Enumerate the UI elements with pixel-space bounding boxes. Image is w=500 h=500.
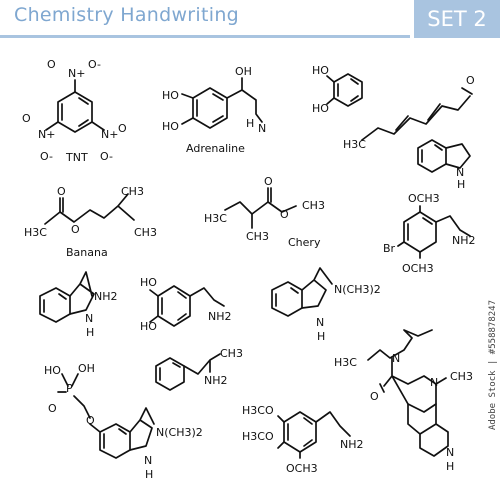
- atom-label: O-: [40, 150, 53, 163]
- atom-label: O: [280, 208, 289, 221]
- atom-label: N: [430, 376, 438, 389]
- molecule-amphetamine: CH3 NH2: [155, 347, 243, 391]
- atom-label: N: [392, 352, 400, 365]
- atom-label: H3C: [24, 226, 47, 239]
- atom-label: HO: [162, 89, 179, 102]
- atom-label: O: [57, 185, 66, 198]
- atom-label: H3CO: [242, 404, 274, 417]
- atom-label: O: [264, 175, 273, 188]
- atom-label: H: [317, 330, 325, 343]
- molecule-name: TNT: [65, 151, 88, 164]
- atom-label: P: [66, 382, 73, 395]
- atom-label: H3CO: [242, 430, 274, 443]
- atom-label: N+: [101, 128, 118, 141]
- atom-label: NH2: [204, 374, 228, 387]
- atom-label: NH2: [340, 438, 364, 451]
- atom-label: H: [446, 460, 454, 473]
- atom-label: N(CH3)2: [334, 283, 381, 296]
- molecule-mescaline: H3CO H3CO OCH3 NH2: [242, 404, 364, 475]
- molecule-tryptamine: NH2 N H: [39, 271, 118, 339]
- atom-label: O: [466, 74, 475, 87]
- atom-label: O: [118, 122, 127, 135]
- atom-label: HO: [312, 64, 329, 77]
- atom-label: OCH3: [402, 262, 434, 275]
- molecule-tnt: O N+ O- O N+ O- N+ O O- TNT: [22, 58, 127, 164]
- atom-label: Br: [383, 242, 396, 255]
- atom-label: CH3: [450, 370, 473, 383]
- atom-label: OH: [235, 65, 252, 78]
- molecule-indole: N H: [417, 139, 471, 191]
- atom-label: CH3: [246, 230, 269, 243]
- header-divider: [0, 35, 410, 38]
- molecule-name: Adrenaline: [186, 142, 245, 155]
- atom-label: CH3: [121, 185, 144, 198]
- atom-label: H: [86, 326, 94, 339]
- set-badge: SET 2: [414, 0, 500, 38]
- atom-label: N: [258, 122, 266, 135]
- atom-label: NH2: [208, 310, 232, 323]
- atom-label: HO: [140, 320, 157, 333]
- atom-label: OH: [78, 362, 95, 375]
- atom-label: N: [316, 316, 324, 329]
- atom-label: CH3: [134, 226, 157, 239]
- atom-label: O: [370, 390, 379, 403]
- atom-label: HO: [140, 276, 157, 289]
- atom-label: N: [144, 454, 152, 467]
- molecule-lsd: H3C N O N CH3 N H: [334, 329, 473, 473]
- atom-label: N: [446, 446, 454, 459]
- molecule-banana: H3C O O CH3 CH3 Banana: [24, 185, 157, 259]
- molecule-catechol: HO HO: [312, 64, 363, 115]
- atom-label: HO: [44, 364, 61, 377]
- molecule-adrenaline: HO HO OH H N Adrenaline: [162, 65, 266, 155]
- molecule-dmt: N(CH3)2 N H: [271, 267, 381, 343]
- atom-label: H3C: [334, 356, 357, 369]
- atom-label: N(CH3)2: [156, 426, 203, 439]
- atom-label: CH3: [302, 199, 325, 212]
- atom-label: O-: [100, 150, 113, 163]
- atom-label: O: [86, 414, 95, 427]
- atom-label: O-: [88, 58, 101, 71]
- molecule-methoxy-amphetamine: OCH3 Br OCH3 NH2: [383, 192, 476, 275]
- atom-label: H: [457, 178, 465, 191]
- molecule-chery: O H3C CH3 O CH3 Chery: [204, 175, 325, 249]
- atom-label: O: [22, 112, 31, 125]
- atom-label: N+: [38, 128, 55, 141]
- atom-label: H3C: [343, 138, 366, 151]
- atom-label: O: [48, 402, 57, 415]
- atom-label: NH2: [94, 290, 118, 303]
- molecule-name: Chery: [288, 236, 321, 249]
- atom-label: O: [47, 58, 56, 71]
- atom-label: NH2: [452, 234, 476, 247]
- page-title: Chemistry Handwriting: [14, 4, 240, 26]
- atom-label: HO: [312, 102, 329, 115]
- atom-label: N+: [68, 67, 85, 80]
- atom-label: CH3: [220, 347, 243, 360]
- molecule-aldehyde: O H3C: [343, 74, 475, 151]
- atom-label: N: [85, 312, 93, 325]
- atom-label: OCH3: [408, 192, 440, 205]
- molecule-psilocybin: HO OH P O O N(CH3)2 N H: [44, 362, 203, 481]
- atom-label: H: [246, 117, 254, 130]
- atom-label: HO: [162, 120, 179, 133]
- atom-label: O: [71, 223, 80, 236]
- atom-label: N: [456, 166, 464, 179]
- molecule-name: Banana: [66, 246, 108, 259]
- molecule-dopamine: HO HO NH2: [140, 276, 232, 333]
- atom-label: H: [145, 468, 153, 481]
- atom-label: OCH3: [286, 462, 318, 475]
- atom-label: H3C: [204, 212, 227, 225]
